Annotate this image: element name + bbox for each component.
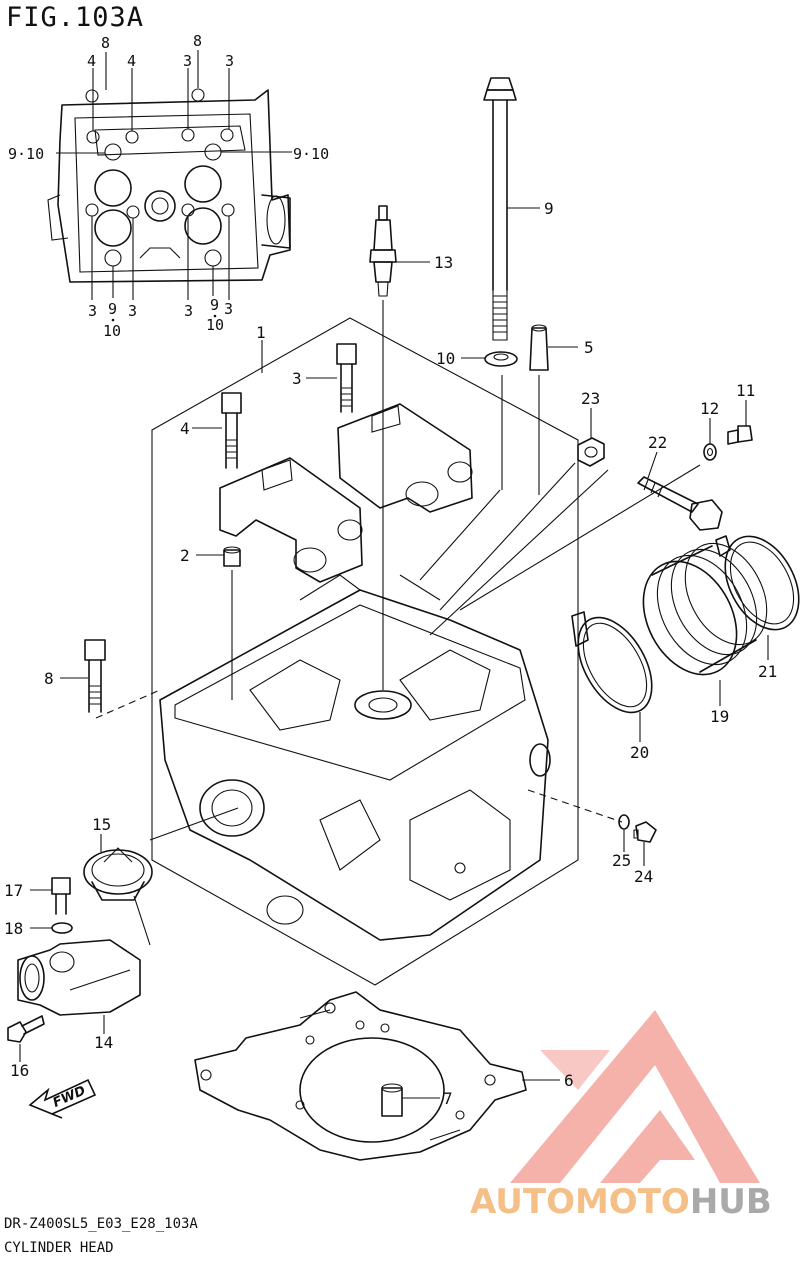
thermostat-cover-14 bbox=[17, 939, 141, 1016]
fwd-direction-arrow bbox=[28, 1078, 97, 1119]
spark-plug-13 bbox=[369, 205, 397, 297]
callout-18: 18 bbox=[4, 919, 23, 938]
bolt-22 bbox=[637, 476, 723, 531]
callout-8: 8 bbox=[44, 669, 54, 688]
top-view-leader-lines bbox=[56, 50, 292, 300]
callout-9: 9 bbox=[544, 199, 554, 218]
bolt-16 bbox=[7, 1015, 45, 1043]
bolt-11 bbox=[727, 425, 753, 445]
dowel-5 bbox=[529, 324, 549, 371]
clamp-21 bbox=[715, 535, 800, 631]
top-label-9-10-right: 9·10 bbox=[293, 145, 329, 163]
bolt-4 bbox=[221, 392, 242, 469]
callout-11: 11 bbox=[736, 381, 755, 400]
callout-21: 21 bbox=[758, 662, 777, 681]
part-callout-labels: 1 2 3 4 5 6 7 8 9 10 11 12 13 14 15 16 1… bbox=[4, 199, 777, 1108]
bottom-label-9-b: 9 bbox=[210, 296, 219, 314]
callout-5: 5 bbox=[584, 338, 594, 357]
bottom-label-9-a: 9 bbox=[108, 300, 117, 318]
camshaft-holder-right bbox=[337, 403, 473, 513]
callout-19: 19 bbox=[710, 707, 729, 726]
bottom-label-10-b: 10 bbox=[206, 316, 224, 334]
top-label-8-right: 8 bbox=[193, 32, 202, 50]
top-label-4-right: 4 bbox=[127, 52, 136, 70]
callout-16: 16 bbox=[10, 1061, 29, 1080]
callout-1: 1 bbox=[256, 323, 266, 342]
top-label-4-left: 4 bbox=[87, 52, 96, 70]
diagram-caption: CYLINDER HEAD bbox=[4, 1240, 114, 1256]
bolt-8 bbox=[84, 639, 106, 713]
callout-12: 12 bbox=[700, 399, 719, 418]
automotohub-logo bbox=[510, 1010, 760, 1183]
callout-22: 22 bbox=[648, 433, 667, 452]
washer-10 bbox=[484, 351, 518, 367]
nut-23 bbox=[577, 437, 605, 467]
top-label-8-left: 8 bbox=[101, 34, 110, 52]
bolt-3 bbox=[336, 343, 357, 413]
camshaft-holder-left bbox=[219, 457, 363, 583]
top-label-3-left: 3 bbox=[183, 52, 192, 70]
washer-12 bbox=[703, 443, 717, 461]
model-code: DR-Z400SL5_E03_E28_103A bbox=[4, 1216, 198, 1232]
callout-24: 24 bbox=[634, 867, 653, 886]
thermostat-15 bbox=[83, 847, 153, 901]
cylinder-head-gasket-6 bbox=[194, 991, 527, 1161]
callout-2: 2 bbox=[180, 546, 190, 565]
bottom-label-3-c: 3 bbox=[184, 302, 193, 320]
callout-14: 14 bbox=[94, 1033, 113, 1052]
watermark-text: AUTOMOTOHUB bbox=[470, 1182, 772, 1222]
callout-17: 17 bbox=[4, 881, 23, 900]
top-label-9-10-left: 9·10 bbox=[8, 145, 44, 163]
o-ring-18 bbox=[51, 922, 73, 934]
long-bolt-9 bbox=[483, 77, 517, 341]
top-label-3-right: 3 bbox=[225, 52, 234, 70]
cylinder-head-body bbox=[159, 574, 551, 941]
callout-6: 6 bbox=[564, 1071, 574, 1090]
callout-10: 10 bbox=[436, 349, 455, 368]
bottom-label-3-a: 3 bbox=[88, 302, 97, 320]
dowel-2 bbox=[223, 546, 241, 567]
bottom-label-3-d: 3 bbox=[224, 300, 233, 318]
cylinder-head-assembly-frame bbox=[151, 317, 579, 986]
callout-7: 7 bbox=[443, 1089, 453, 1108]
top-view-labels: 8 8 4 4 3 3 9·10 9·10 3 9 3 10 3 9 3 10 bbox=[8, 32, 329, 340]
bottom-label-10-a: 10 bbox=[103, 322, 121, 340]
callout-13: 13 bbox=[434, 253, 453, 272]
washer-25 bbox=[618, 814, 630, 830]
callout-15: 15 bbox=[92, 815, 111, 834]
dowel-7 bbox=[381, 1083, 403, 1117]
clamp-20 bbox=[571, 611, 653, 714]
callout-25: 25 bbox=[612, 851, 631, 870]
callout-23: 23 bbox=[581, 389, 600, 408]
bolt-24 bbox=[633, 821, 657, 843]
callout-4: 4 bbox=[180, 419, 190, 438]
callout-3: 3 bbox=[292, 369, 302, 388]
intake-pipe-19 bbox=[642, 542, 768, 676]
figure-title: FIG.103A bbox=[6, 2, 145, 33]
bolt-17 bbox=[51, 877, 71, 915]
bottom-label-3-b: 3 bbox=[128, 302, 137, 320]
callout-20: 20 bbox=[630, 743, 649, 762]
cylinder-head-top-view bbox=[47, 88, 291, 283]
